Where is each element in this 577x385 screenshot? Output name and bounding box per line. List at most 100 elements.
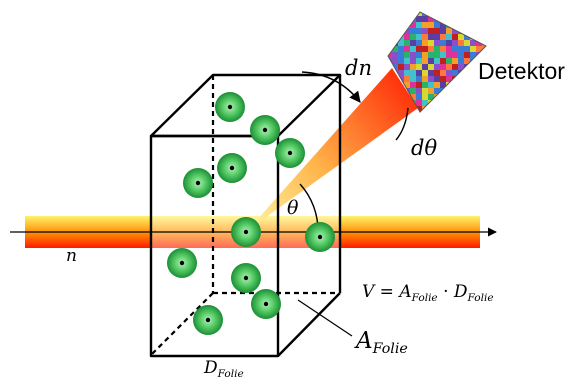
foil-box-hidden-edges	[150, 75, 340, 356]
detector-pixel	[392, 34, 398, 40]
detector-pixel	[422, 22, 428, 28]
detector-pixel	[446, 112, 452, 118]
volume-thickness-subscript: Folie	[467, 292, 494, 304]
volume-symbol: V	[362, 282, 375, 302]
detector-pixel	[398, 46, 404, 52]
atom-nucleus	[262, 127, 268, 133]
detector-pixel	[428, 12, 434, 16]
detector-pixel	[422, 94, 428, 100]
area-label: AFolie	[356, 330, 408, 357]
detector-pixel	[470, 100, 476, 106]
detector-pixel	[470, 94, 476, 100]
detector-pixel	[422, 46, 428, 52]
detector-pixel	[446, 16, 452, 22]
detector-pixel	[440, 34, 446, 40]
atom-nucleus	[263, 301, 269, 307]
atom-nucleus	[243, 229, 249, 235]
detector-pixel	[416, 28, 422, 34]
detector-pixel	[476, 106, 482, 112]
detector-pixel	[446, 34, 452, 40]
detector-pixel	[464, 52, 470, 58]
detector-pixel	[470, 46, 476, 52]
atom-nucleus	[229, 165, 235, 171]
detector-pixel	[476, 16, 482, 22]
detector-pixel	[458, 112, 464, 118]
scattered-cone	[248, 68, 418, 230]
foil-box	[149, 73, 342, 358]
atom-nucleus	[317, 234, 323, 240]
detector-pixel	[398, 28, 404, 34]
detector-pixel	[422, 58, 428, 64]
detector-pixel	[434, 100, 440, 106]
detector-pixel	[434, 22, 440, 28]
detector-pixel	[458, 52, 464, 58]
detector-pixel	[422, 82, 428, 88]
detector-pixel	[410, 76, 416, 82]
detector-pixel	[416, 34, 422, 40]
detector-pixel	[452, 106, 458, 112]
detector-pixel	[452, 70, 458, 76]
detector-pixel	[470, 106, 476, 112]
detector-pixel	[458, 88, 464, 94]
detector-pixel	[410, 28, 416, 34]
detector-pixel	[464, 46, 470, 52]
detector-pixel	[434, 76, 440, 82]
detector-pixel	[452, 12, 458, 16]
detector-pixel	[464, 12, 470, 16]
detector-pixel	[458, 22, 464, 28]
detector-pixel	[458, 40, 464, 46]
detector-pixel	[410, 22, 416, 28]
detector-pixel	[410, 40, 416, 46]
detector-pixel	[410, 94, 416, 100]
detector-pixel	[428, 28, 434, 34]
detector-pixel	[388, 16, 392, 22]
detector-pixel	[440, 100, 446, 106]
detector-pixel	[458, 16, 464, 22]
detector-pixel	[482, 100, 486, 106]
detector-pixel	[482, 28, 486, 34]
detector-pixel	[470, 52, 476, 58]
detector-pixel	[452, 94, 458, 100]
dtheta-arc	[395, 107, 409, 141]
detector-pixel	[476, 46, 482, 52]
area-subscript: Folie	[372, 341, 408, 358]
volume-area-subscript: Folie	[411, 292, 438, 304]
detector-pixel	[416, 64, 422, 70]
detector-pixel	[388, 28, 392, 34]
detector-pixel	[404, 76, 410, 82]
dtheta-label: dθ	[411, 136, 438, 160]
detector-pixel	[464, 82, 470, 88]
detector-pixel	[470, 16, 476, 22]
detector-pixel	[470, 28, 476, 34]
detector-pixel	[398, 52, 404, 58]
detector-pixel	[434, 40, 440, 46]
thickness-subscript: Folie	[217, 368, 244, 380]
detector-pixel	[446, 106, 452, 112]
detector-pixel	[404, 34, 410, 40]
detector-pixel	[476, 94, 482, 100]
detector-pixel	[458, 46, 464, 52]
detector-pixel	[470, 76, 476, 82]
detector-pixel	[470, 112, 476, 118]
detector-pixel	[452, 46, 458, 52]
detector-pixel	[440, 16, 446, 22]
detector-pixel	[434, 52, 440, 58]
detector-pixel	[440, 106, 446, 112]
detector-pixel	[470, 64, 476, 70]
detector-pixel	[398, 12, 404, 16]
detector-pixel	[482, 88, 486, 94]
detector-pixel	[404, 12, 410, 16]
atom-nucleus	[205, 317, 211, 323]
detector-pixel	[388, 40, 392, 46]
detector-pixel	[440, 40, 446, 46]
detector-pixel	[416, 100, 422, 106]
detector-pixel	[464, 94, 470, 100]
detector-pixel	[482, 34, 486, 40]
detector-pixel	[392, 64, 398, 70]
detector-pixel	[440, 112, 446, 118]
detector-pixel	[440, 58, 446, 64]
detector-pixel	[446, 100, 452, 106]
detector-pixel	[464, 58, 470, 64]
detector-pixel	[434, 88, 440, 94]
detector-pixel	[470, 82, 476, 88]
